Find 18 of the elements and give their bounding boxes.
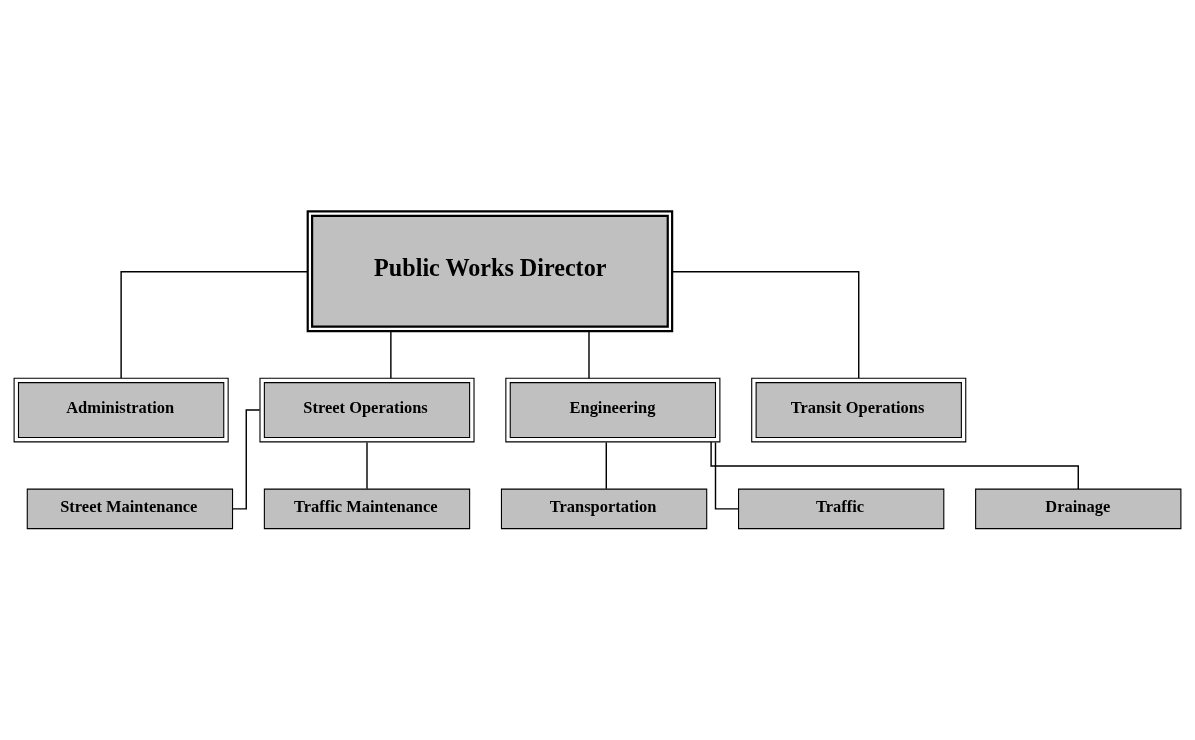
connector: [366, 441, 368, 490]
connector: [605, 441, 607, 490]
node-box: Public Works Director: [306, 210, 674, 333]
connector: [671, 271, 860, 379]
node-box: Administration: [13, 377, 229, 443]
connector: [390, 330, 392, 379]
node-box: Traffic Maintenance: [263, 488, 471, 530]
connector: [120, 271, 309, 379]
connector: [588, 330, 590, 379]
node-box: Street Operations: [259, 377, 475, 443]
node-box: Transportation: [500, 488, 708, 530]
connector: [714, 441, 739, 510]
node-box: Engineering: [505, 377, 721, 443]
node-box: Drainage: [975, 488, 1182, 530]
node-box: Traffic: [738, 488, 945, 530]
node-box: Transit Operations: [751, 377, 967, 443]
connector: [710, 441, 1079, 490]
node-box: Street Maintenance: [26, 488, 234, 530]
